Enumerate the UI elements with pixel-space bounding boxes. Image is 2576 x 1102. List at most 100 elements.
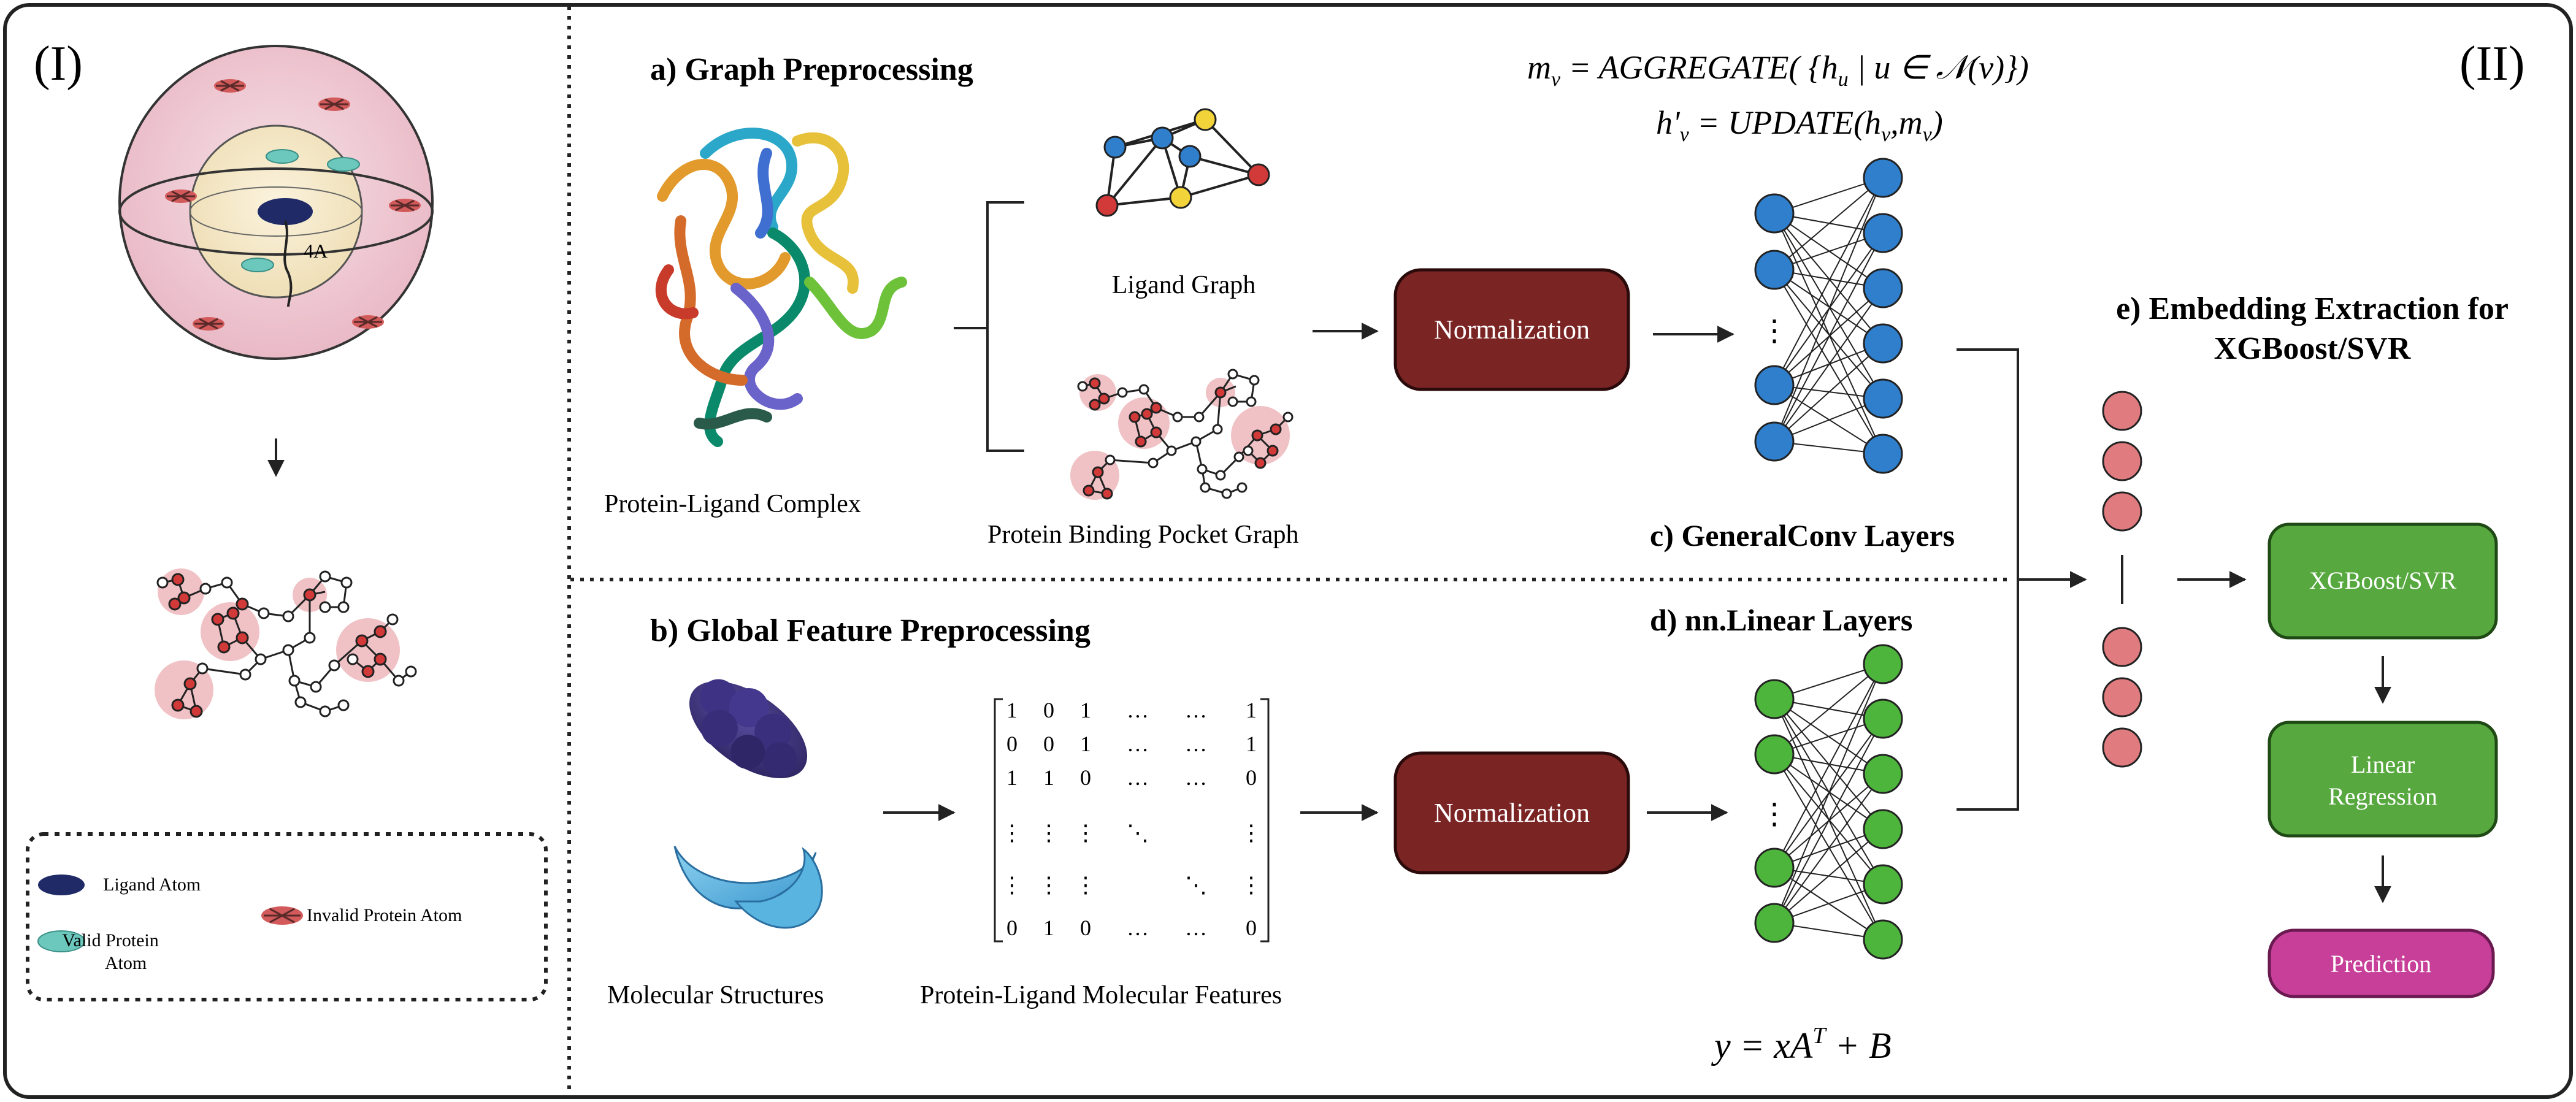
molecular-structures-illustration — [673, 679, 823, 929]
invalid-atom — [165, 189, 197, 203]
nn-node — [1863, 644, 1903, 684]
matrix-cell: … — [1185, 698, 1207, 722]
molecular-label: Molecular Structures — [607, 981, 824, 1009]
invalid-atom — [214, 79, 246, 93]
matrix-cell: 0 — [1006, 916, 1018, 940]
matrix-cell: 1 — [1246, 732, 1257, 756]
normalization-box-2 — [1393, 751, 1630, 874]
protein-ligand-complex-illustration — [655, 128, 907, 447]
linreg-label-2: Regression — [2328, 782, 2437, 810]
ligand-atom-center — [258, 198, 313, 225]
section-a-title: a) Graph Preprocessing — [650, 52, 973, 87]
equation-update: h'v = UPDATE(hv,mv) — [1656, 104, 1943, 146]
matrix-cell: ⋱ — [1127, 821, 1149, 845]
bracket — [954, 201, 1024, 452]
ligand-graph-label: Ligand Graph — [1112, 271, 1255, 299]
atom-sphere-diagram: 4A — [118, 45, 434, 360]
linear-equation: y = xAT + B — [1711, 1023, 1892, 1066]
ligand-graph — [1095, 108, 1270, 217]
embedding-vector — [2102, 391, 2142, 768]
ellipsis-green: ⋮ — [1760, 798, 1789, 830]
normalization-box-1 — [1393, 268, 1630, 391]
section-e-title-1: e) Embedding Extraction for — [2116, 291, 2509, 326]
nn-node — [1863, 378, 1903, 419]
nn-node — [1754, 421, 1795, 462]
nn-node — [1754, 250, 1795, 290]
linreg-label-1: Linear — [2351, 751, 2415, 778]
left-pocket-graph — [155, 568, 417, 719]
nn-node — [1754, 903, 1795, 943]
generalconv-network: ⋮ — [1754, 158, 1903, 474]
normalization-label-1: Normalization — [1434, 315, 1590, 345]
complex-label: Protein-Ligand Complex — [604, 490, 861, 518]
matrix-cell: 1 — [1080, 698, 1091, 722]
nn-node — [1863, 698, 1903, 739]
matrix-cell: … — [1127, 765, 1149, 790]
invalid-atom — [389, 199, 421, 212]
legend-invalid-atom: Invalid Protein Atom — [307, 905, 462, 925]
matrix-cell: 1 — [1080, 732, 1091, 756]
matrix-cell: ⋱ — [1185, 873, 1207, 897]
nn-node — [1863, 919, 1903, 960]
generalconv-label: c) GeneralConv Layers — [1650, 518, 1955, 553]
legend-valid-line1: Valid Protein — [62, 930, 159, 951]
legend-valid-line2: Atom — [105, 953, 147, 973]
nn-node — [1754, 734, 1795, 775]
valid-atom — [327, 157, 360, 172]
matrix-cell: … — [1127, 916, 1149, 940]
pocket-graph-label: Protein Binding Pocket Graph — [987, 521, 1298, 549]
normalization-label-2: Normalization — [1434, 798, 1590, 828]
invalid-atom — [352, 315, 384, 329]
nn-node — [1863, 809, 1903, 849]
nn-node — [1863, 754, 1903, 794]
matrix-cell: ⋮ — [1001, 821, 1023, 845]
prediction-label: Prediction — [2331, 950, 2431, 978]
nn-node — [1863, 268, 1903, 308]
matrix-cell: … — [1185, 765, 1207, 790]
matrix-cell: 0 — [1246, 916, 1257, 940]
nn-node — [1863, 213, 1903, 253]
prediction-box — [2267, 928, 2495, 998]
xgboost-label: XGBoost/SVR — [2309, 567, 2456, 594]
valid-protein-atom-icon — [37, 930, 85, 952]
matrix-cell: 1 — [1043, 916, 1054, 940]
section-e-title-2: XGBoost/SVR — [2214, 331, 2412, 366]
panel-label-II: (II) — [2459, 37, 2525, 91]
invalid-protein-atom-icon — [261, 906, 303, 925]
matrix-cell: 0 — [1080, 765, 1091, 790]
matrix-cell: ⋮ — [1038, 821, 1060, 845]
matrix-cell: … — [1185, 732, 1207, 756]
matrix-cell: 1 — [1006, 765, 1018, 790]
linear-label: d) nn.Linear Layers — [1650, 603, 1912, 637]
nn-node — [1754, 193, 1795, 234]
panel-label-I: (I) — [34, 37, 83, 91]
nn-node — [1754, 365, 1795, 405]
section-b-title: b) Global Feature Preprocessing — [650, 613, 1091, 648]
matrix-cell: 0 — [1043, 732, 1054, 756]
equation-aggregate: mv = AGGREGATE( {hu | u ∈ 𝒩(v)}) — [1527, 49, 2029, 91]
distance-label: 4A — [304, 240, 328, 262]
valid-atom — [241, 258, 274, 272]
matrix-cell: 0 — [1006, 732, 1018, 756]
nn-node — [1863, 434, 1903, 474]
nn-node — [1863, 158, 1903, 198]
matrix-cell: ⋮ — [1075, 821, 1097, 845]
legend-box — [26, 832, 548, 1001]
ligand-atom-icon — [38, 874, 85, 895]
outer-frame — [3, 3, 2573, 1099]
matrix-cell: ⋮ — [1075, 873, 1097, 897]
invalid-atom — [318, 98, 350, 111]
xgboost-box — [2267, 522, 2498, 640]
ellipsis-blue: ⋮ — [1760, 315, 1789, 347]
linear-network: ⋮ — [1754, 644, 1903, 960]
nn-node — [1754, 679, 1795, 719]
invalid-atom — [193, 317, 224, 331]
matrix-cell: ⋮ — [1240, 821, 1262, 845]
nn-node — [1863, 323, 1903, 364]
nn-node — [1754, 848, 1795, 888]
legend-ligand-atom: Ligand Atom — [103, 874, 201, 895]
matrix-cell: ⋮ — [1240, 873, 1262, 897]
matrix-cell: ⋮ — [1038, 873, 1060, 897]
